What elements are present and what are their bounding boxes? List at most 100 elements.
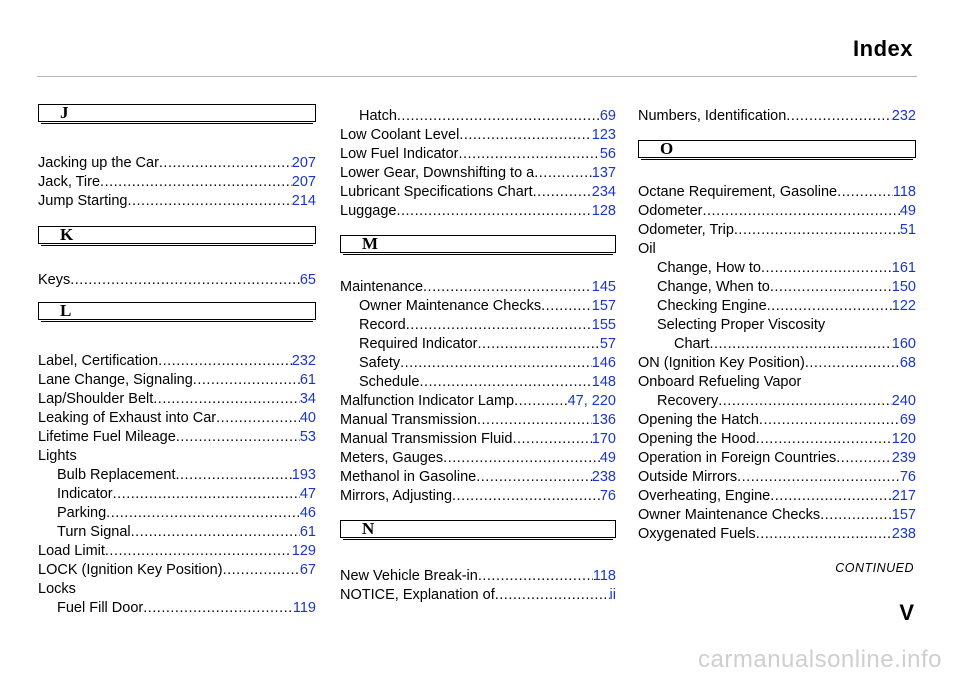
page-link[interactable]: 157	[591, 298, 616, 314]
dot-leader	[452, 487, 600, 506]
page-link[interactable]: 238	[891, 526, 916, 542]
page-link[interactable]: 118	[592, 568, 616, 584]
page-link[interactable]: 238	[591, 469, 616, 485]
index-entry: Selecting Proper Viscosity	[638, 316, 916, 335]
page-link[interactable]: 65	[299, 272, 316, 288]
entry-term: Maintenance	[340, 279, 424, 295]
dot-leader	[176, 466, 292, 485]
dot-leader	[495, 586, 610, 605]
page-link[interactable]: 49	[899, 203, 916, 219]
page-link[interactable]: 128	[591, 203, 616, 219]
dot-leader	[541, 297, 592, 316]
page-link[interactable]: ii	[609, 587, 616, 603]
page-link[interactable]: 47, 220	[567, 393, 616, 409]
index-entry: Lap/Shoulder Belt34	[38, 390, 316, 409]
index-entry: Octane Requirement, Gasoline118	[638, 183, 916, 202]
page-link[interactable]: 68	[899, 355, 916, 371]
dot-leader	[396, 202, 591, 221]
page-link[interactable]: 160	[891, 336, 916, 352]
index-entry: Manual Transmission136	[340, 411, 616, 430]
page-link[interactable]: 136	[591, 412, 616, 428]
page-link[interactable]: 69	[899, 412, 916, 428]
page-link[interactable]: 61	[299, 372, 316, 388]
index-entry: Fuel Fill Door 119	[38, 599, 316, 618]
page-link[interactable]: 155	[591, 317, 616, 333]
index-entry: Low Coolant Level 123	[340, 126, 616, 145]
page-link[interactable]: 123	[591, 127, 616, 143]
page-link[interactable]: 118	[892, 184, 916, 200]
page-link[interactable]: 56	[599, 146, 616, 162]
section-header-m: M	[340, 234, 616, 255]
index-column-2: Hatch69Low Coolant Level123Low Fuel Indi…	[340, 107, 616, 605]
page-link[interactable]: 49	[599, 450, 616, 466]
entry-term: Fuel Fill Door	[57, 600, 144, 616]
dot-leader	[734, 221, 900, 240]
page-link[interactable]: 207	[291, 174, 316, 190]
page-link[interactable]: 232	[891, 108, 916, 124]
dot-leader	[786, 107, 892, 126]
dot-leader	[837, 183, 893, 202]
index-entry: Chart160	[638, 335, 916, 354]
page-link[interactable]: 170	[591, 431, 616, 447]
page-link[interactable]: 34	[299, 391, 316, 407]
index-entry: Methanol in Gasoline238	[340, 468, 616, 487]
page-link[interactable]: 61	[299, 524, 316, 540]
page-link[interactable]: 76	[899, 469, 916, 485]
page-link[interactable]: 122	[891, 298, 916, 314]
dot-leader	[756, 430, 892, 449]
page-link[interactable]: 53	[299, 429, 316, 445]
entry-term: Oil	[638, 241, 656, 257]
page-link[interactable]: 240	[891, 393, 916, 409]
dot-leader	[143, 599, 293, 618]
page-link[interactable]: 193	[291, 467, 316, 483]
page-link[interactable]: 67	[299, 562, 316, 578]
section-letter: L	[60, 301, 72, 320]
page-link[interactable]: 239	[891, 450, 916, 466]
page-link[interactable]: 40	[299, 410, 316, 426]
dot-leader	[478, 567, 593, 586]
page-link[interactable]: 214	[291, 193, 316, 209]
page-link[interactable]: 207	[291, 155, 316, 171]
entry-term: Onboard Refueling Vapor	[638, 374, 802, 390]
page-link[interactable]: 69	[599, 108, 616, 124]
index-entry: Jack, Tire207	[38, 173, 316, 192]
section-header-k: K	[38, 225, 316, 246]
page-link[interactable]: 145	[591, 279, 616, 295]
dot-leader	[100, 173, 292, 192]
page-link[interactable]: 146	[591, 355, 616, 371]
section-letter: N	[362, 519, 375, 538]
index-entry: Luggage128	[340, 202, 616, 221]
page-link[interactable]: 51	[899, 222, 916, 238]
dot-leader	[423, 278, 592, 297]
page-link[interactable]: 47	[299, 486, 316, 502]
index-entry: Recovery240	[638, 392, 916, 411]
index-entry: Lane Change, Signaling61	[38, 371, 316, 390]
page-link[interactable]: 161	[891, 260, 916, 276]
index-entry: Turn Signal61	[38, 523, 316, 542]
entry-term: Low Coolant Level	[340, 127, 460, 143]
entry-term: Numbers, Identification	[638, 108, 787, 124]
page-link[interactable]: 57	[599, 336, 616, 352]
dot-leader	[158, 352, 292, 371]
page-link[interactable]: 129	[291, 543, 316, 559]
dot-leader	[718, 392, 892, 411]
page-link[interactable]: 232	[291, 353, 316, 369]
index-entry: Change, When to150	[638, 278, 916, 297]
index-entry: Lights	[38, 447, 316, 466]
dot-leader	[193, 371, 300, 390]
watermark: carmanualsonline.info	[698, 646, 942, 673]
dot-leader	[476, 468, 592, 487]
page-link[interactable]: 119	[292, 600, 316, 616]
page-link[interactable]: 148	[591, 374, 616, 390]
page-link[interactable]: 46	[299, 505, 316, 521]
page-link[interactable]: 76	[599, 488, 616, 504]
section-header-n: N	[340, 519, 616, 540]
page-link[interactable]: 234	[591, 184, 616, 200]
index-entry: Opening the Hatch69	[638, 411, 916, 430]
dot-leader	[770, 487, 892, 506]
page-link[interactable]: 120	[891, 431, 916, 447]
page-link[interactable]: 157	[891, 507, 916, 523]
page-link[interactable]: 150	[891, 279, 916, 295]
page-link[interactable]: 137	[591, 165, 616, 181]
page-link[interactable]: 217	[891, 488, 916, 504]
